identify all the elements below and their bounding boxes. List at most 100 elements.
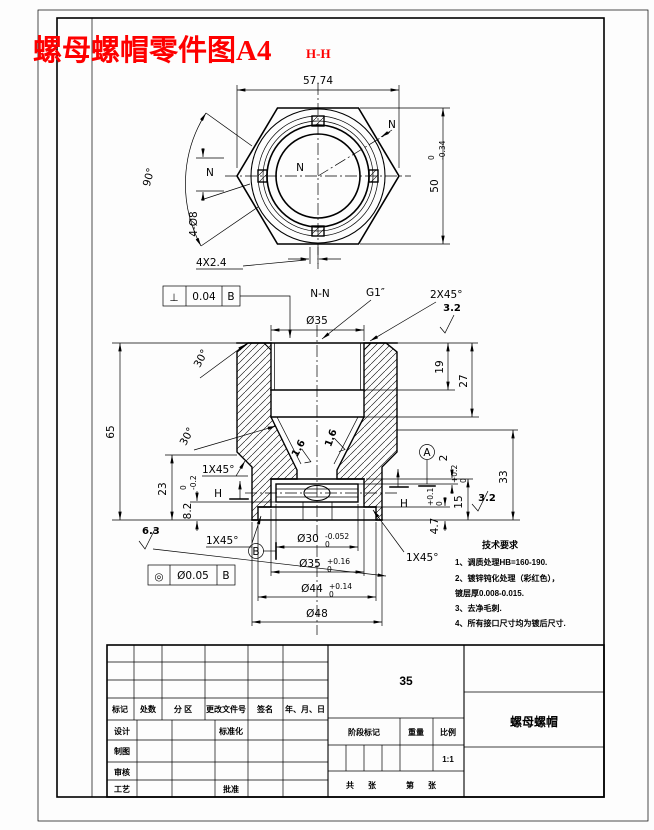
dim-ch1: 1X45° <box>202 464 234 476</box>
roughness-check-right <box>471 490 489 512</box>
tech-req-line-5: 4、所有接口尺寸均为镀后尺寸. <box>455 618 566 628</box>
dim-dia44-up: +0.14 <box>329 582 352 591</box>
dim-dia35b: Ø35 <box>299 558 321 570</box>
tb-role-design: 设计 <box>114 726 130 736</box>
tb-weight-label: 重量 <box>408 727 424 737</box>
tb-role-draw: 制图 <box>114 746 130 756</box>
gdt1-leader <box>240 295 292 338</box>
chamfer-top-label: 2X45° <box>430 289 462 301</box>
leader <box>372 509 405 553</box>
gdt1-datum: B <box>227 291 234 303</box>
dim-30b: 30° <box>178 426 197 448</box>
ra-bottom: 6.3 <box>142 526 160 537</box>
tb-header-date: 年、月、日 <box>285 704 325 714</box>
dim-5774: 57.74 <box>303 75 333 87</box>
tb-header-mark: 标记 <box>111 704 128 714</box>
dim-dia30: Ø30 <box>297 533 319 545</box>
gdt2-box <box>147 564 236 586</box>
dim-50-dn: -0.34 <box>438 140 447 160</box>
tb-sheet-zhang2: 张 <box>428 781 437 790</box>
ra-in2: 1.6 <box>323 428 339 448</box>
dim-dia44: Ø44 <box>301 583 323 595</box>
tb-sheet-di: 第 <box>406 780 414 790</box>
tech-req-heading: 技术要求 <box>482 539 519 550</box>
section-label: N-N <box>310 288 330 300</box>
n-label-side: N <box>206 167 214 179</box>
ra-in1: 1.6 <box>290 438 308 459</box>
dim-30a: 30° <box>192 348 211 370</box>
tb-role-check: 审核 <box>114 767 130 777</box>
angle-leader-1 <box>199 343 247 379</box>
dim-dia30-up: -0.052 <box>325 532 349 541</box>
gdt1-tolerance: 0.04 <box>192 291 216 303</box>
thread-spec: G1″ <box>366 287 385 299</box>
dim-33: 33 <box>498 470 510 483</box>
dim-15-dn: 0 <box>459 478 468 483</box>
datum-b: B <box>252 546 259 558</box>
dim-82: 8.2 <box>182 503 194 520</box>
dim-90deg: 90° <box>141 167 157 188</box>
dim-82-dn: -0.2 <box>189 475 198 490</box>
chamfer-leader <box>369 301 437 342</box>
bore-chamfer-left <box>263 342 272 351</box>
tb-sheet-zhang1: 张 <box>368 781 377 790</box>
dim-47-dn: 0 <box>435 501 444 506</box>
tb-material: 35 <box>399 674 413 688</box>
gdt2-tolerance: Ø0.05 <box>177 570 209 582</box>
tb-role-standard: 标准化 <box>218 726 243 736</box>
dim-dia30-dn: 0 <box>325 540 330 549</box>
angle-leg-2 <box>200 206 259 247</box>
tech-req-line-4: 3、去净毛刺. <box>455 603 502 613</box>
dim-50: 50 <box>429 179 441 192</box>
dim-50-up: 0 <box>427 155 436 160</box>
n-label-center: N <box>296 162 304 174</box>
dim-dia48: Ø48 <box>306 608 328 620</box>
dim-27: 27 <box>458 374 470 387</box>
dim-ch2: 1X45° <box>206 535 238 547</box>
roughness-check-top <box>439 314 455 334</box>
tech-req-line-1: 1、调质处理HB=160-190. <box>455 557 547 567</box>
tb-header-zone: 分 区 <box>174 704 192 714</box>
roughness-in1: 1.6 <box>290 438 312 464</box>
angle-arc <box>185 112 207 247</box>
dim-47-up: +0.1 <box>426 488 435 506</box>
tech-req-line-2: 2、镀锌钝化处理（彩红色）， <box>455 573 559 583</box>
leader <box>251 515 262 544</box>
title-block: 标记 处数 分 区 更改文件号 签名 年、月、日 设计 标准化 制图 审核 工艺… <box>106 644 605 798</box>
cone-inner-left <box>276 416 302 465</box>
slots-leader <box>242 259 307 267</box>
tb-sheet-gong: 共 <box>346 780 354 790</box>
tb-part-name: 螺母螺帽 <box>510 714 558 729</box>
datum-a-balloon <box>419 444 435 460</box>
h-label-right: H <box>400 498 408 510</box>
n-label-end: N <box>388 119 396 131</box>
gdt1-symbol: ⊥ <box>169 292 178 304</box>
bore-chamfer-right <box>363 342 372 351</box>
dim-82-up: 0 <box>179 485 188 490</box>
ra-top: 3.2 <box>443 303 461 314</box>
tb-scale-value: 1:1 <box>442 755 454 764</box>
dim-47: 4.7 <box>429 518 441 535</box>
datum-a: A <box>423 447 431 459</box>
h-label-left: H <box>214 488 222 500</box>
dim-dia44-dn: 0 <box>329 590 334 599</box>
gdt2-datum: B <box>222 570 229 582</box>
dim-23: 23 <box>157 482 169 495</box>
dim-2: 2 <box>438 455 450 462</box>
cone-inner-right <box>333 416 359 465</box>
dim-19: 19 <box>434 360 446 373</box>
ra-right: 3.2 <box>478 493 496 504</box>
holes-leader <box>200 183 251 201</box>
section-arrow <box>380 129 393 138</box>
gdt-frame-concentricity: ◎ Ø0.05 B <box>147 564 236 586</box>
outer-border <box>37 9 649 822</box>
dim-dia35b-dn: 0 <box>327 565 332 574</box>
roughness-check <box>301 448 312 464</box>
tb-role-approve: 批准 <box>223 784 239 794</box>
roughness-check-bottom <box>138 528 156 550</box>
section-ref-label: H-H <box>306 46 331 61</box>
tech-req-line-3: 镀层厚0.008-0.015. <box>455 588 524 598</box>
angle-leader-2 <box>193 425 277 451</box>
